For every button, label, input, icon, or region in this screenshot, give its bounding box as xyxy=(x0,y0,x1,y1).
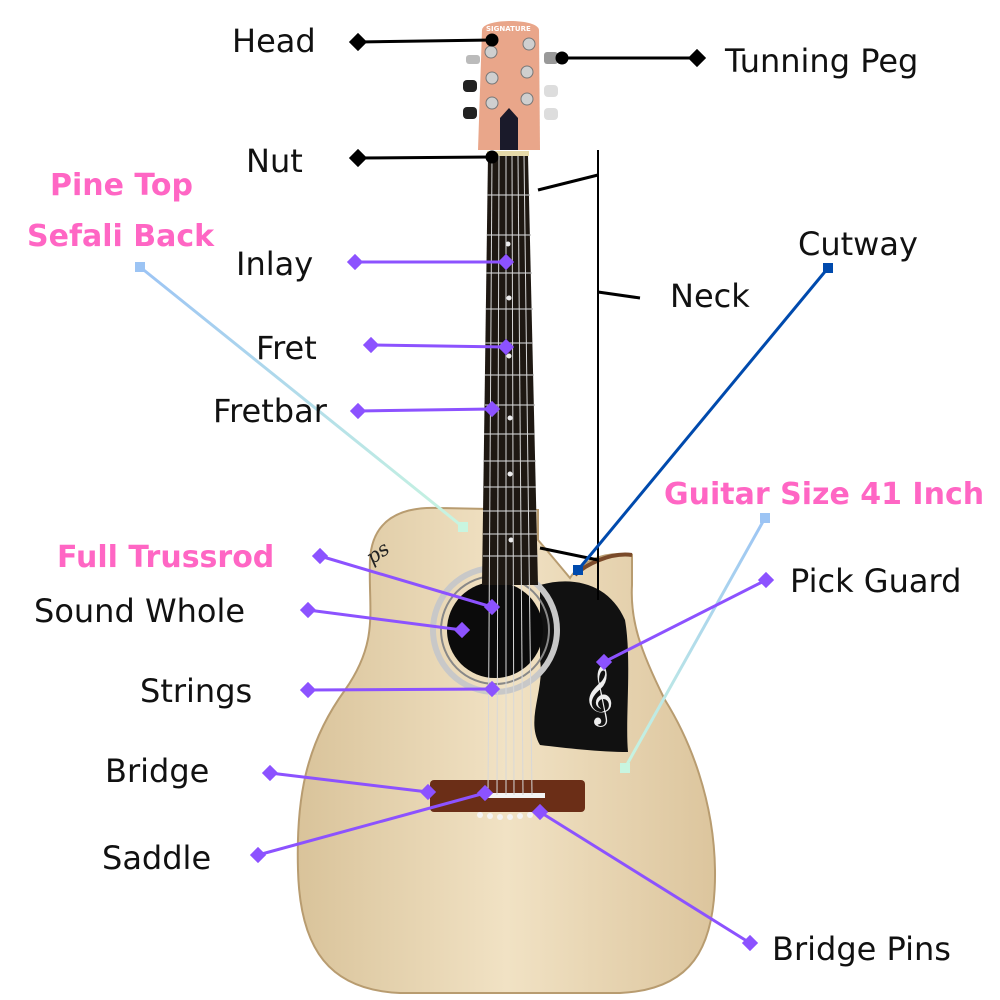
label-tuning-peg: Tunning Peg xyxy=(724,42,918,80)
saddle-piece xyxy=(485,793,545,798)
bridge-pins-pointer xyxy=(539,810,751,945)
treble-clef-icon: 𝄞 xyxy=(583,665,614,727)
label-strings: Strings xyxy=(140,672,252,710)
headstock-logo: SIGNATURE xyxy=(486,25,531,33)
cutway-pointer xyxy=(576,267,830,571)
label-sound-whole: Sound Whole xyxy=(34,592,245,630)
bridge-pin-dots xyxy=(477,812,533,820)
nut xyxy=(487,151,529,156)
label-nut: Nut xyxy=(246,142,303,180)
pine-top-pointer xyxy=(139,265,464,529)
label-fret: Fret xyxy=(256,329,317,367)
inlay-dots xyxy=(505,241,514,543)
label-pine-top: Pine Top xyxy=(50,168,193,203)
truss-rod-cover xyxy=(500,108,518,150)
label-full-trussrod: Full Trussrod xyxy=(57,540,274,575)
label-bridge-pins: Bridge Pins xyxy=(772,930,951,968)
pick-guard-pointer xyxy=(603,578,767,664)
tuning-pegs xyxy=(463,37,558,120)
label-pick-guard: Pick Guard xyxy=(790,562,961,600)
label-bridge: Bridge xyxy=(105,752,209,790)
label-neck: Neck xyxy=(670,277,750,315)
saddle-pointer xyxy=(257,791,486,857)
label-saddle: Saddle xyxy=(102,839,211,877)
label-cutway: Cutway xyxy=(798,225,918,263)
label-fretbar: Fretbar xyxy=(213,392,328,430)
label-head: Head xyxy=(232,22,316,60)
label-sefali-back: Sefali Back xyxy=(27,219,215,254)
trussrod-pointer xyxy=(319,554,493,609)
head-pointer xyxy=(357,38,493,44)
bridge-pointer xyxy=(269,771,429,794)
guitar-size-pointer xyxy=(623,517,767,769)
nut-pointer xyxy=(357,155,493,160)
fretbar-pointer xyxy=(357,407,493,413)
strings-pointer xyxy=(307,687,493,692)
neck-bracket xyxy=(537,150,641,600)
guitar: 𝄞 ps xyxy=(296,21,717,994)
sound-hole xyxy=(447,582,543,678)
label-inlay: Inlay xyxy=(236,245,313,283)
fret-pointer xyxy=(370,343,507,349)
sound-hole-pointer xyxy=(307,608,463,632)
label-guitar-size: Guitar Size 41 Inch xyxy=(664,477,984,512)
leader-lines xyxy=(135,32,833,952)
